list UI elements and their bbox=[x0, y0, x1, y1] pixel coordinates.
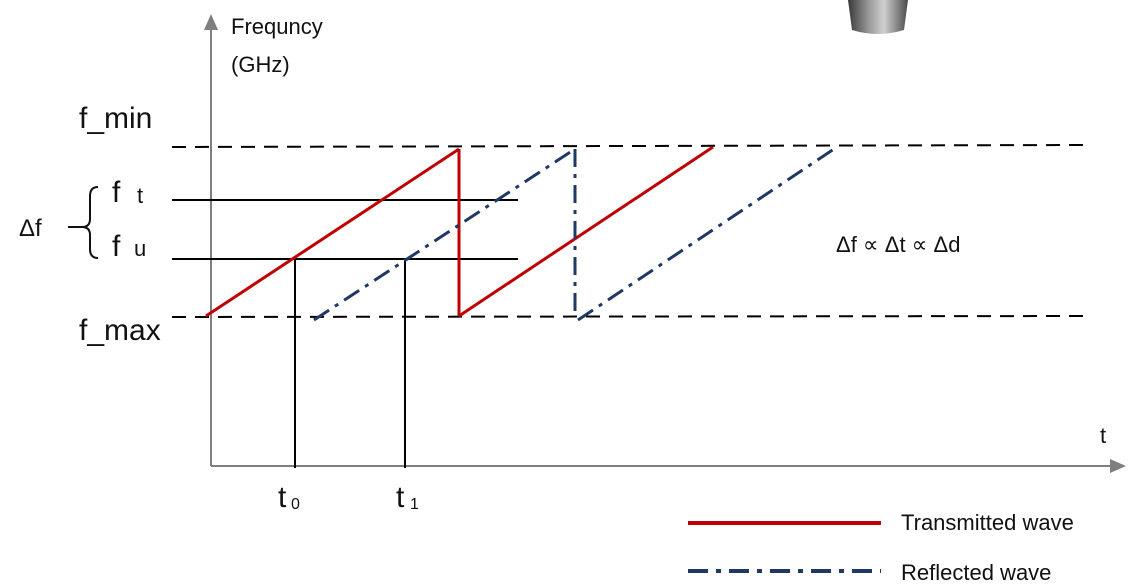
delta-f-label: Δf bbox=[19, 215, 42, 242]
f-min-label: f_min bbox=[79, 102, 152, 135]
x-axis-label: t bbox=[1100, 423, 1106, 448]
y-axis-arrow-icon bbox=[204, 14, 218, 30]
f-max-label: f_max bbox=[79, 314, 161, 347]
fmin-dashed-line bbox=[171, 144, 1086, 148]
y-axis bbox=[204, 14, 218, 466]
t0-label-main: t bbox=[278, 481, 287, 514]
t1-label-sub: 1 bbox=[410, 496, 419, 513]
t0-label-sub: 0 bbox=[291, 496, 300, 513]
fu-label-main: f bbox=[112, 230, 121, 263]
x-axis-arrow-icon bbox=[1110, 459, 1126, 473]
delta-f-brace bbox=[68, 186, 99, 259]
fmax-dashed-line bbox=[171, 315, 1086, 318]
legend: Transmitted wave Reflected wave bbox=[688, 510, 1074, 584]
y-axis-label-line1: Frequncy bbox=[231, 14, 323, 39]
reflected-wave bbox=[313, 145, 838, 322]
ft-label-sub: t bbox=[137, 183, 143, 208]
proportionality-relation: Δf ∝ Δt ∝ Δd bbox=[836, 232, 960, 257]
ft-label-main: f bbox=[112, 176, 121, 209]
antenna-icon bbox=[848, 0, 908, 34]
y-axis-label-line2: (GHz) bbox=[231, 52, 290, 77]
transmitted-wave bbox=[205, 145, 714, 318]
fu-label-sub: u bbox=[134, 236, 146, 261]
legend-reflected-label: Reflected wave bbox=[901, 560, 1051, 584]
t1-label-main: t bbox=[396, 481, 405, 514]
legend-transmitted-label: Transmitted wave bbox=[901, 510, 1074, 535]
x-axis bbox=[211, 459, 1126, 473]
